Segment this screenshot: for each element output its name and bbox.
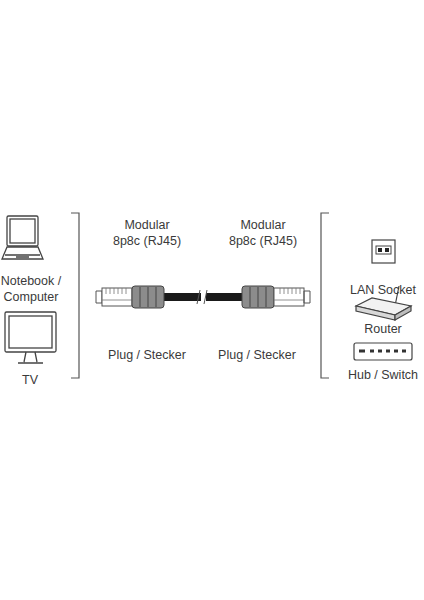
tv-icon — [5, 312, 56, 363]
laptop-base — [2, 247, 43, 259]
plug-contacts — [102, 288, 132, 300]
socket-port — [376, 246, 391, 254]
cable-drawing — [96, 286, 310, 308]
cable-wire — [206, 293, 242, 301]
tv-screen — [9, 316, 52, 348]
cable-wire — [164, 293, 201, 301]
device-label: Hub / Switch — [333, 367, 424, 383]
hub-ports — [359, 350, 406, 353]
device-label: Router — [333, 321, 424, 337]
socket-jack — [378, 248, 382, 252]
connector-label: Modular 8p8c (RJ45) — [110, 217, 184, 249]
plug-body — [102, 288, 132, 306]
tv-stand — [18, 352, 43, 363]
plug-clip — [96, 291, 102, 303]
plug-clip — [304, 291, 310, 303]
laptop-display — [10, 219, 35, 243]
device-label: LAN Socket — [333, 282, 424, 298]
group-bracket — [321, 213, 329, 378]
socket-jack — [385, 248, 389, 252]
plug-label: Plug / Stecker — [207, 347, 307, 363]
hub-case — [354, 343, 412, 360]
device-label: TV — [10, 372, 50, 388]
plug-contacts — [274, 288, 304, 300]
laptop-keys — [5, 255, 40, 257]
plug-body — [274, 288, 304, 306]
group-bracket — [71, 213, 79, 378]
connector-label: Modular 8p8c (RJ45) — [226, 217, 300, 249]
plug-label: Plug / Stecker — [97, 347, 197, 363]
device-label: Notebook / Computer — [0, 273, 65, 305]
router-side — [395, 306, 411, 320]
lan-socket-icon — [372, 240, 395, 263]
hub-icon — [354, 343, 412, 360]
socket-plate — [372, 240, 395, 263]
laptop-icon — [2, 216, 43, 259]
router-front — [356, 306, 395, 320]
cable-break — [197, 290, 207, 304]
plug-boot — [132, 286, 164, 308]
plug-boot — [242, 286, 274, 308]
plug-boot-ribs — [250, 287, 266, 307]
plug-boot-ribs — [140, 287, 156, 307]
tv-frame — [5, 312, 56, 352]
laptop-screen — [7, 216, 38, 246]
